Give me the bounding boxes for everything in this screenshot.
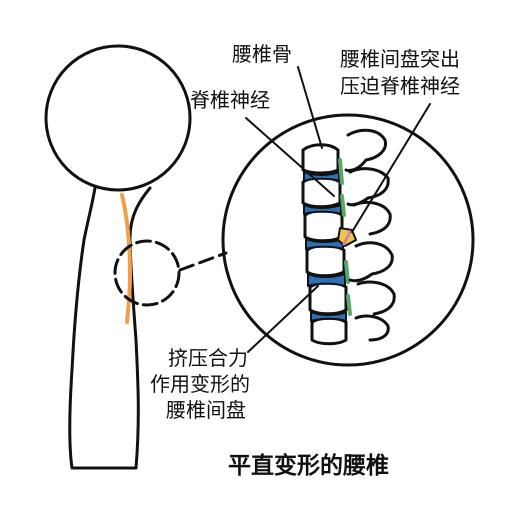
vertebra: [303, 209, 344, 243]
label-compressed-disc-1: 挤压合力: [168, 346, 248, 370]
vertebra: [310, 316, 348, 346]
vertebra: [301, 143, 340, 175]
label-compressed-disc-3: 腰椎间盘: [166, 398, 246, 422]
leader-compressed-disc: [247, 285, 319, 353]
nerve-root: [338, 158, 344, 185]
spinous-process: [356, 280, 396, 316]
intervertebral-disc: [303, 204, 342, 215]
spinous-process: [346, 167, 390, 207]
leader-spinal-nerve: [245, 117, 335, 197]
zoom-connector: [178, 251, 228, 272]
head-outline: [44, 44, 192, 192]
lumbar-zoom-marker: [113, 239, 181, 307]
nerve-root: [340, 194, 346, 217]
intervertebral-disc: [307, 273, 346, 287]
vertebra: [305, 244, 346, 278]
intervertebral-disc: [305, 238, 344, 250]
label-lumbar-bone: 腰椎骨: [232, 42, 292, 66]
spinous-process: [352, 200, 392, 236]
spinous-process: [344, 128, 388, 172]
diagram-title: 平直变形的腰椎: [228, 453, 389, 479]
nerve-root: [344, 260, 350, 284]
compressed-nerve: [342, 230, 352, 246]
spine-line: [120, 193, 132, 324]
label-disc-herniation-1: 腰椎间盘突出: [340, 47, 460, 71]
spinous-process: [348, 241, 394, 283]
intervertebral-disc: [303, 171, 340, 182]
label-disc-herniation-2: 压迫脊椎神经: [340, 74, 460, 98]
vertebrae-stack: [301, 128, 396, 346]
magnified-view: [221, 113, 475, 367]
intervertebral-disc: [310, 311, 347, 322]
vertebra: [301, 176, 342, 209]
label-spinal-nerve: 脊椎神经: [190, 88, 270, 112]
spinous-process: [354, 314, 390, 342]
leader-lumbar-bone: [297, 66, 323, 149]
label-compressed-disc-2: 作用变形的: [150, 372, 250, 396]
nerve-root: [346, 294, 352, 316]
body-outline: [68, 186, 152, 470]
leader-disc-herniation: [351, 103, 431, 233]
